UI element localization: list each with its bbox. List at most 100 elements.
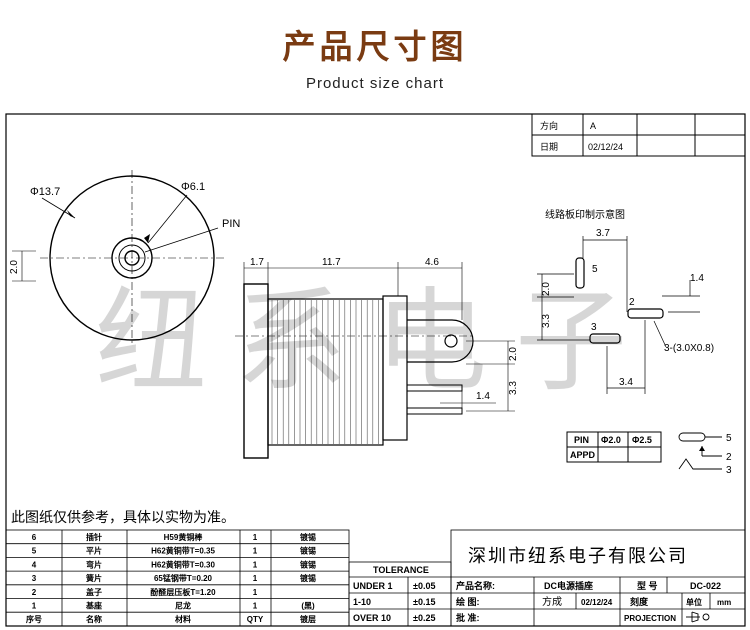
bom-cell: (黑) (301, 601, 315, 611)
direction-value: A (590, 121, 596, 131)
side-view (235, 262, 515, 459)
bom-cell: 尼龙 (175, 601, 191, 611)
pin-label: PIN (222, 218, 240, 230)
company-name: 深圳市纽系电子有限公司 (468, 546, 688, 566)
page-subtitle: Product size chart (305, 75, 445, 92)
pin-table (566, 431, 662, 463)
bom-cell: 1 (253, 574, 258, 583)
drawn-by-value: 方成 (542, 595, 562, 608)
tolerance-value: ±0.25 (413, 613, 435, 623)
tolerance-title: TOLERANCE (373, 565, 429, 575)
dim-pin-offset: 1.4 (476, 391, 490, 402)
bom-cell: H59黄铜棒 (164, 532, 204, 542)
pcb-dim-bottom: 3.4 (619, 377, 633, 388)
bom-cell: 基座 (85, 601, 102, 611)
drawn-by-label: 绘 图: (456, 596, 480, 607)
bom-cell: 镀锡 (300, 559, 316, 569)
tolerance-range: UNDER 1 (353, 581, 393, 591)
unit-label: 单位 (686, 597, 702, 607)
projection-symbol-icon (686, 611, 710, 623)
date-label: 日期 (540, 142, 558, 152)
dim-right-lower: 3.3 (508, 381, 519, 395)
bom-cell: 簧片 (86, 573, 102, 583)
dim-tail: 4.6 (425, 257, 439, 268)
bom-cell: 镀锡 (300, 546, 316, 556)
title-block-grid (450, 529, 746, 627)
unit-value: mm (717, 598, 731, 607)
dim-right-upper: 2.0 (508, 347, 519, 361)
projection-label: PROJECTION (624, 614, 676, 623)
direction-label: 方向 (540, 120, 558, 131)
bom-cell: 1 (253, 560, 258, 569)
revision-block (531, 113, 746, 157)
bom-cell: 弯片 (86, 559, 102, 569)
bom-cell: 4 (32, 560, 37, 569)
bom-header-cell: QTY (247, 615, 264, 624)
pin-table-row-label: APPD (570, 450, 596, 460)
bom-cell: 1 (253, 588, 258, 597)
model-value: DC-022 (690, 581, 721, 591)
inner-diameter-label: Φ6.1 (181, 181, 205, 193)
disclaimer-note: 此图纸仅供参考，具体以实物为准。 (11, 509, 235, 525)
watermark: 纽系电子 (95, 277, 655, 407)
dim-flange: 1.7 (250, 257, 264, 268)
drawn-date: 02/12/24 (581, 598, 613, 607)
product-name-value: DC电源插座 (544, 580, 593, 591)
approved-label: 批 准: (456, 612, 480, 623)
pad-3 (589, 333, 621, 344)
pcb-pad-label-3: 3 (591, 322, 597, 333)
date-value: 02/12/24 (588, 142, 623, 152)
pin-table-header-pin: PIN (574, 435, 589, 445)
bom-cell: H62黄铜带T=0.35 (151, 546, 215, 556)
model-label: 型 号 (637, 580, 658, 591)
pad-5 (575, 257, 585, 289)
pcb-dim-left-upper: 2.0 (541, 282, 552, 296)
bom-cell: 1 (253, 547, 258, 556)
bom-header-cell: 名称 (86, 614, 102, 624)
bom-cell: 插针 (86, 532, 102, 542)
bom-cell: 1 (32, 602, 37, 611)
pcb-slot-note: 3-(3.0X0.8) (664, 343, 714, 354)
bom-table-grid (5, 529, 350, 627)
bom-header-cell: 序号 (26, 614, 42, 624)
bom-cell: 5 (32, 547, 37, 556)
tolerance-range: OVER 10 (353, 613, 391, 623)
pcb-dim-right: 1.4 (690, 273, 704, 284)
bom-cell: 65锰钢带T=0.20 (154, 573, 213, 583)
bom-cell: 6 (32, 533, 37, 542)
pcb-pad-label-2: 2 (629, 297, 635, 308)
pcb-dim-left-lower: 3.3 (541, 314, 552, 328)
bom-cell: 镀锡 (300, 573, 316, 583)
bom-header-cell: 材料 (175, 614, 191, 624)
pad-2 (627, 308, 664, 319)
pcb-pad-label-5: 5 (592, 264, 598, 275)
bom-header-cell: 镀层 (300, 614, 316, 624)
pcb-layout (537, 236, 700, 394)
product-name-label: 产品名称: (456, 580, 495, 591)
bom-cell: 镀锡 (300, 532, 316, 542)
outer-diameter-label: Φ13.7 (30, 186, 60, 198)
tolerance-range: 1-10 (353, 597, 371, 607)
front-offset-dim: 2.0 (9, 260, 20, 274)
bom-cell: 酚醛层压板T=1.20 (150, 587, 216, 597)
bom-cell: 平片 (86, 546, 102, 556)
bom-cell: 1 (253, 533, 258, 542)
pcb-layout-title: 线路板印制示意图 (545, 208, 625, 221)
schematic-pin-5: 5 (726, 433, 732, 444)
schematic-pin-2: 2 (726, 452, 732, 463)
pcb-pads (575, 257, 664, 344)
pcb-dim-top: 3.7 (596, 228, 610, 239)
page-title: 产品尺寸图 (282, 27, 468, 66)
pin-table-header-size1: Φ2.0 (601, 435, 621, 445)
bom-cell: 3 (32, 574, 37, 583)
bom-cell: 盖子 (86, 587, 102, 597)
dim-body: 11.7 (322, 257, 341, 268)
thread-lines (271, 300, 379, 444)
scale-label: 刻度 (630, 596, 649, 607)
bom-cell: 1 (253, 602, 258, 611)
front-view (12, 170, 225, 345)
bom-cell: 2 (32, 588, 37, 597)
